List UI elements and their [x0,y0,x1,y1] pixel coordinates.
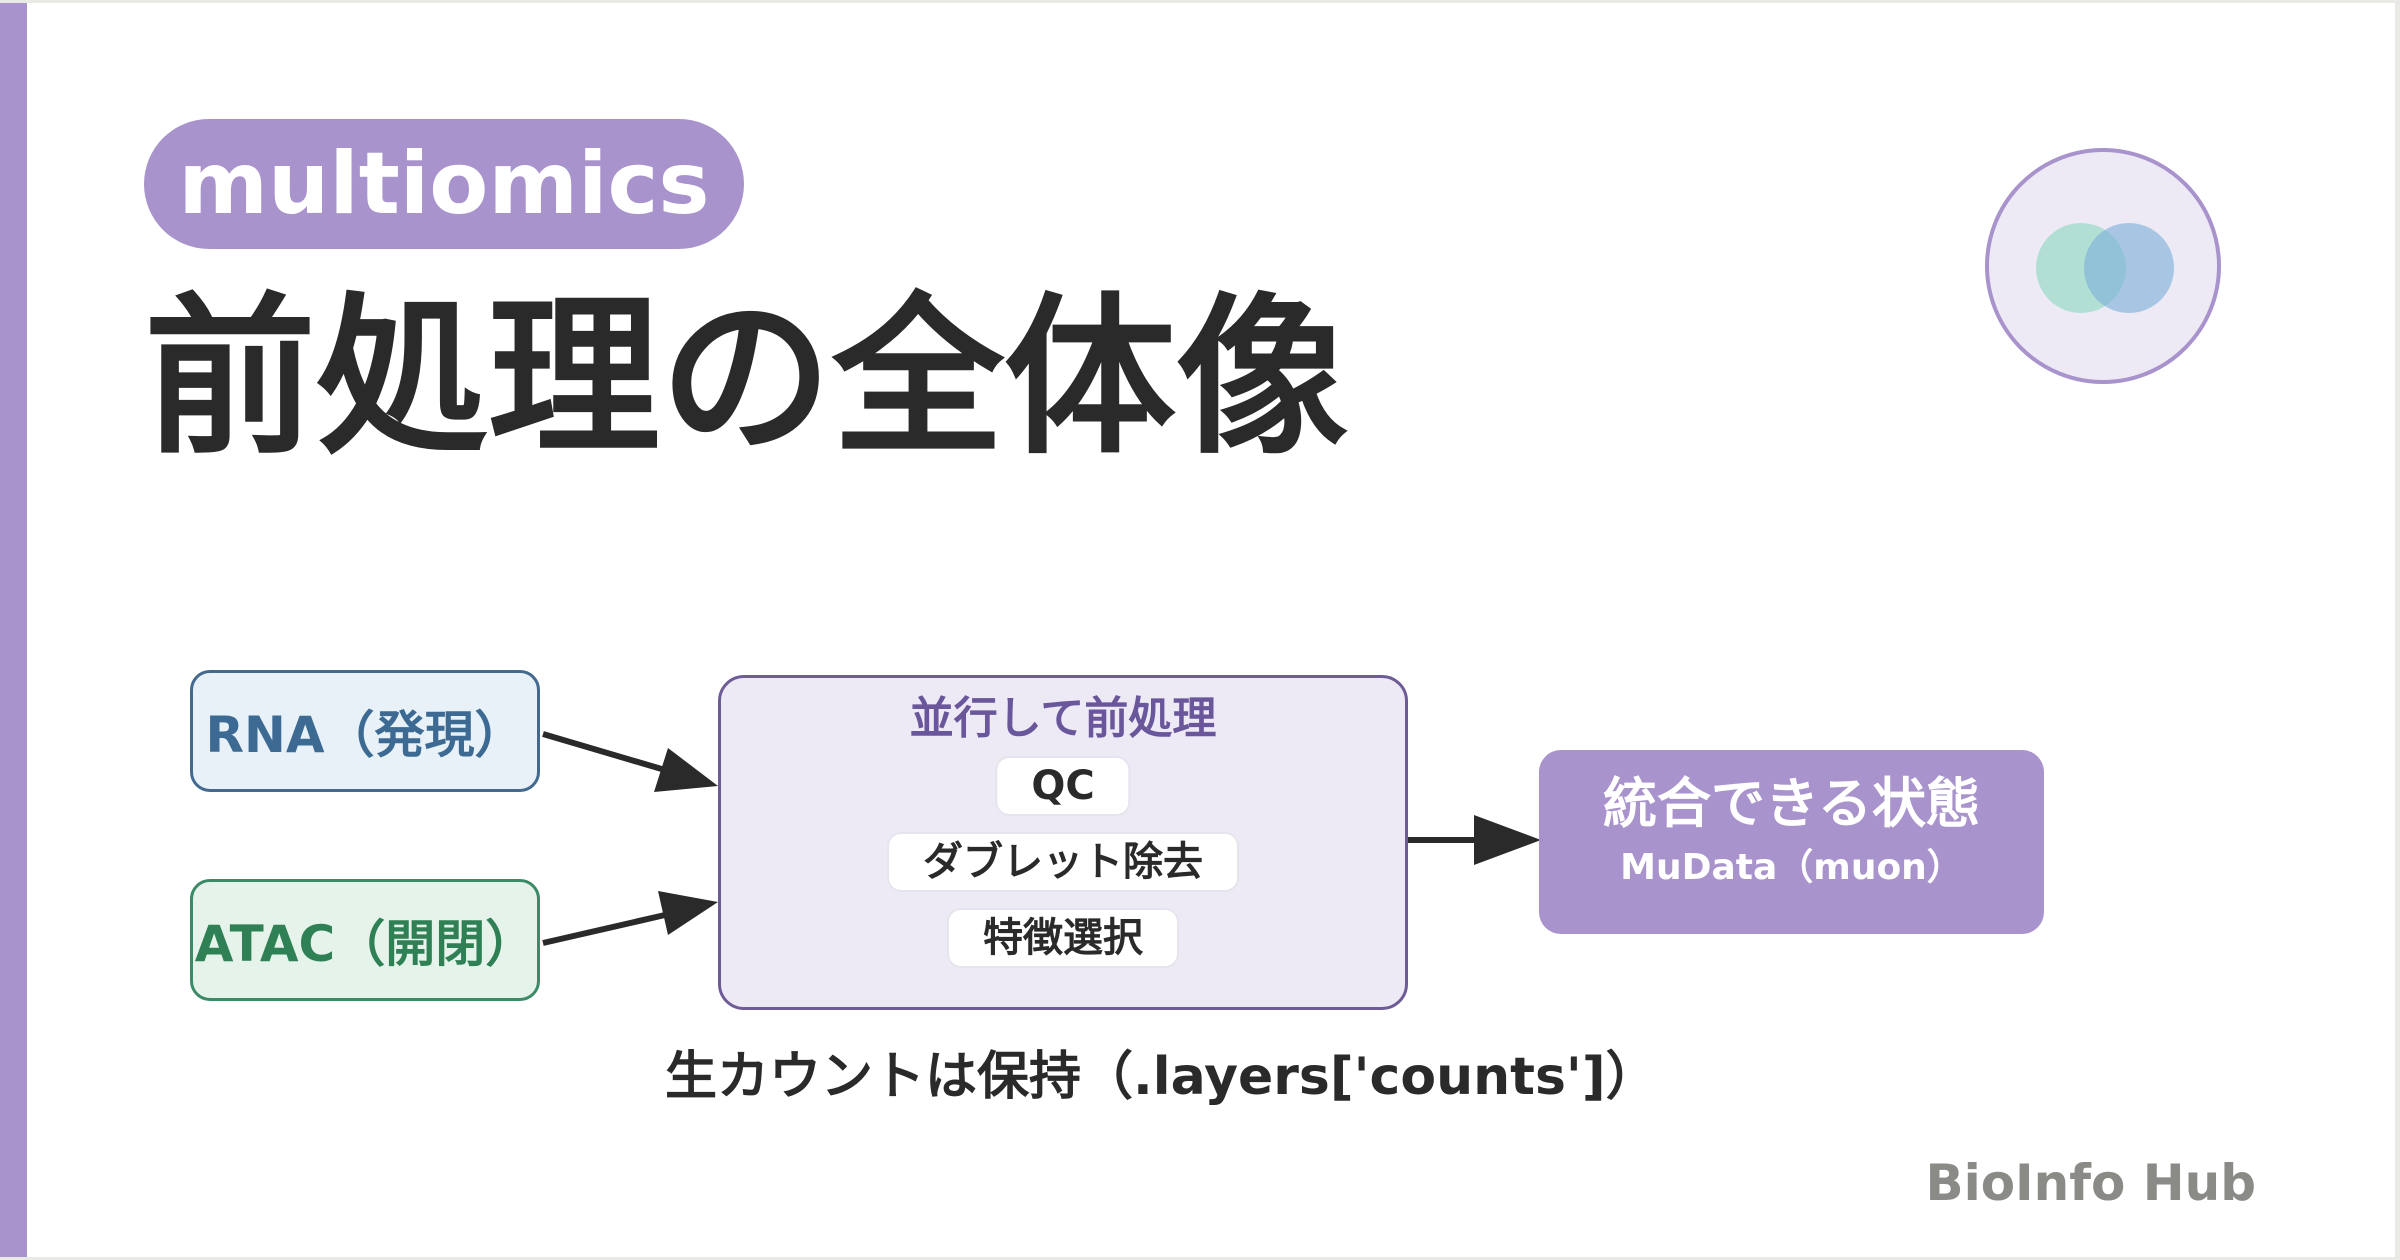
output-title: 統合できる状態 [1603,772,1980,835]
arrowhead-output [1474,815,1541,865]
logo-circle-blue [2084,223,2174,313]
page-title: 前処理の全体像 [144,277,1348,478]
flow-arrows [542,731,1541,946]
rna-input-box: RNA（発現） [190,670,540,792]
preprocessing-box: 並行して前処理 QC ダブレット除去 特徴選択 [718,675,1408,1010]
brand-label: BioInfo Hub [1925,1154,2256,1212]
arrow-atac-to-process [542,912,666,946]
step-doublet-removal: ダブレット除去 [887,832,1239,892]
atac-input-box: ATAC（開閉） [190,879,540,1001]
output-subtitle: MuData（muon） [1620,847,1963,888]
arrow-rna-to-process [542,731,666,773]
arrowhead-rna [654,748,718,792]
accent-bar [0,3,27,1257]
slide: multiomics 前処理の全体像 RNA（発現） ATAC（開閉） 並行して… [0,3,2395,1257]
step-qc: QC [995,756,1131,816]
preprocessing-title: 並行して前処理 [909,693,1217,744]
step-feature-selection: 特徴選択 [947,908,1179,968]
output-box: 統合できる状態 MuData（muon） [1539,750,2044,934]
topic-tag: multiomics [144,119,744,249]
arrowhead-atac [658,891,718,935]
raw-counts-note: 生カウントは保持（.layers['counts']） [665,1047,1658,1107]
overlapping-circles-icon [1985,148,2221,384]
